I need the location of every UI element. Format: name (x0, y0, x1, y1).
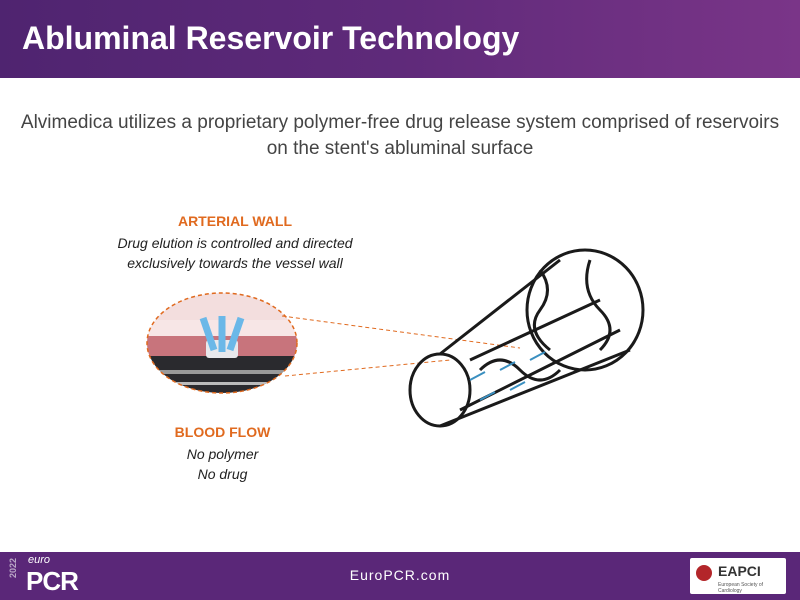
blood-flow-text: No polymer No drug (120, 444, 325, 484)
logo-euro: euro (28, 554, 51, 566)
intro-text: Alvimedica utilizes a proprietary polyme… (20, 112, 780, 159)
arterial-wall-line2: exclusively towards the vessel wall (127, 255, 343, 271)
reservoir-closeup (147, 293, 297, 393)
arrows-icon (199, 316, 245, 352)
europcr-link[interactable]: EuroPCR.com (349, 567, 451, 583)
heart-icon (696, 565, 712, 581)
eapci-text: EAPCI (718, 563, 761, 579)
arterial-wall-line1: Drug elution is controlled and directed (117, 235, 353, 251)
slide-title: Abluminal Reservoir Technology (22, 20, 520, 56)
arterial-wall-text: Drug elution is controlled and directed … (60, 233, 410, 273)
footer-bar: 2022 euro PCR EuroPCR.com EAPCI European… (0, 552, 800, 600)
arterial-wall-heading: ARTERIAL WALL (177, 213, 293, 229)
blood-flow-line2: No drug (197, 466, 248, 482)
blood-flow-heading: BLOOD FLOW (174, 424, 271, 440)
eapci-logo: EAPCI European Society of Cardiology (690, 558, 786, 594)
esc-text: European Society of Cardiology (718, 582, 764, 594)
blood-flow-line1: No polymer (186, 446, 259, 462)
logo-pcr: PCR (26, 566, 79, 596)
title-bar: Abluminal Reservoir Technology (0, 0, 800, 78)
